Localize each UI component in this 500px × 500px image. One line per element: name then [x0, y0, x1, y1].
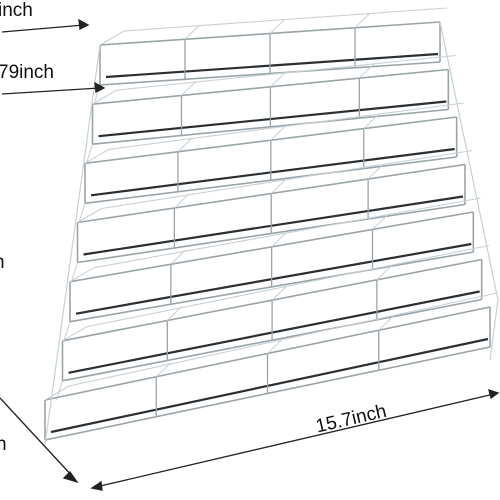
compartment-divider-top — [177, 137, 193, 153]
compartment-divider-top — [166, 306, 183, 321]
compartment-divider-top — [271, 232, 287, 248]
compartment-divider-top — [174, 193, 190, 209]
tier-floor-edge — [68, 290, 480, 374]
tier-side-edge — [62, 326, 87, 342]
compartment-divider-top — [378, 315, 394, 331]
compartment-divider-top — [270, 72, 286, 88]
compartment-divider-top — [354, 13, 370, 29]
tier-side-edge — [44, 385, 70, 401]
tier-floor-edge — [83, 195, 464, 256]
height-dimension-label: h — [0, 253, 5, 272]
tier-side-edge — [99, 30, 125, 46]
right-side-panel-lower-edge — [489, 299, 499, 361]
tier-side-edge — [77, 208, 102, 223]
second-dimension-label: 79inch — [0, 62, 54, 83]
left-side-panel-edge — [44, 44, 101, 446]
top-dimension-line — [1, 24, 85, 33]
second-dimension-arrowhead — [94, 81, 106, 93]
tier-floor-edge — [75, 242, 472, 315]
tier-back-edge — [101, 149, 473, 210]
tier-step-riser — [71, 262, 78, 282]
compartment-divider-top — [271, 285, 287, 301]
depth-dimension-arrowhead — [62, 470, 79, 484]
tier-back-edge — [93, 197, 481, 269]
tier-back-edge — [123, 7, 448, 32]
tier-side-edge — [84, 148, 110, 164]
tier-back-edge — [86, 244, 489, 328]
top-dimension-arrowhead — [78, 18, 90, 30]
tier-step-riser — [78, 203, 86, 223]
tier-floor-edge — [90, 147, 455, 197]
depth-dimension-line — [0, 397, 75, 479]
compartment-divider-top — [170, 249, 186, 265]
tier-floor-edge — [105, 52, 439, 79]
right-side-panel-edge — [439, 21, 499, 301]
compartment-divider-top — [155, 362, 171, 378]
tier-floor-edge — [98, 100, 447, 138]
compartment-divider-top — [269, 19, 285, 34]
width-dimension-line — [95, 393, 495, 488]
compartment-divider-top — [184, 24, 200, 40]
compartment-divider-top — [376, 265, 392, 281]
tier-back-edge — [108, 102, 464, 150]
tier-step-riser — [86, 144, 93, 164]
compartment-divider-top — [367, 164, 383, 180]
compartment-divider-top — [181, 81, 197, 96]
tier-side-edge — [69, 267, 95, 283]
tier-front-top-edge — [84, 116, 457, 165]
tier-side-edge — [92, 89, 117, 105]
compartment-divider-top — [270, 179, 286, 194]
width-dimension-arrowhead-right — [488, 389, 500, 400]
tier-back-edge — [116, 54, 456, 91]
acrylic-riser-shelf — [44, 7, 499, 446]
compartment-divider-top — [359, 63, 375, 79]
tier-front-bottom-edge — [62, 298, 482, 382]
compartment-divider-top — [363, 114, 379, 129]
compartment-divider-top — [267, 339, 283, 354]
width-dimension-arrowhead-left — [90, 480, 103, 491]
second-dimension-line — [1, 87, 101, 95]
compartment-divider-top — [270, 125, 286, 141]
tier-floor-edge — [50, 337, 489, 434]
depth-dimension-label: h — [0, 434, 7, 455]
compartment-divider-top — [372, 215, 388, 230]
dimension-lines — [0, 18, 500, 491]
tier-back-edge — [68, 292, 498, 387]
top-dimension-label: inch — [0, 0, 33, 21]
tier-step-riser — [63, 321, 71, 341]
